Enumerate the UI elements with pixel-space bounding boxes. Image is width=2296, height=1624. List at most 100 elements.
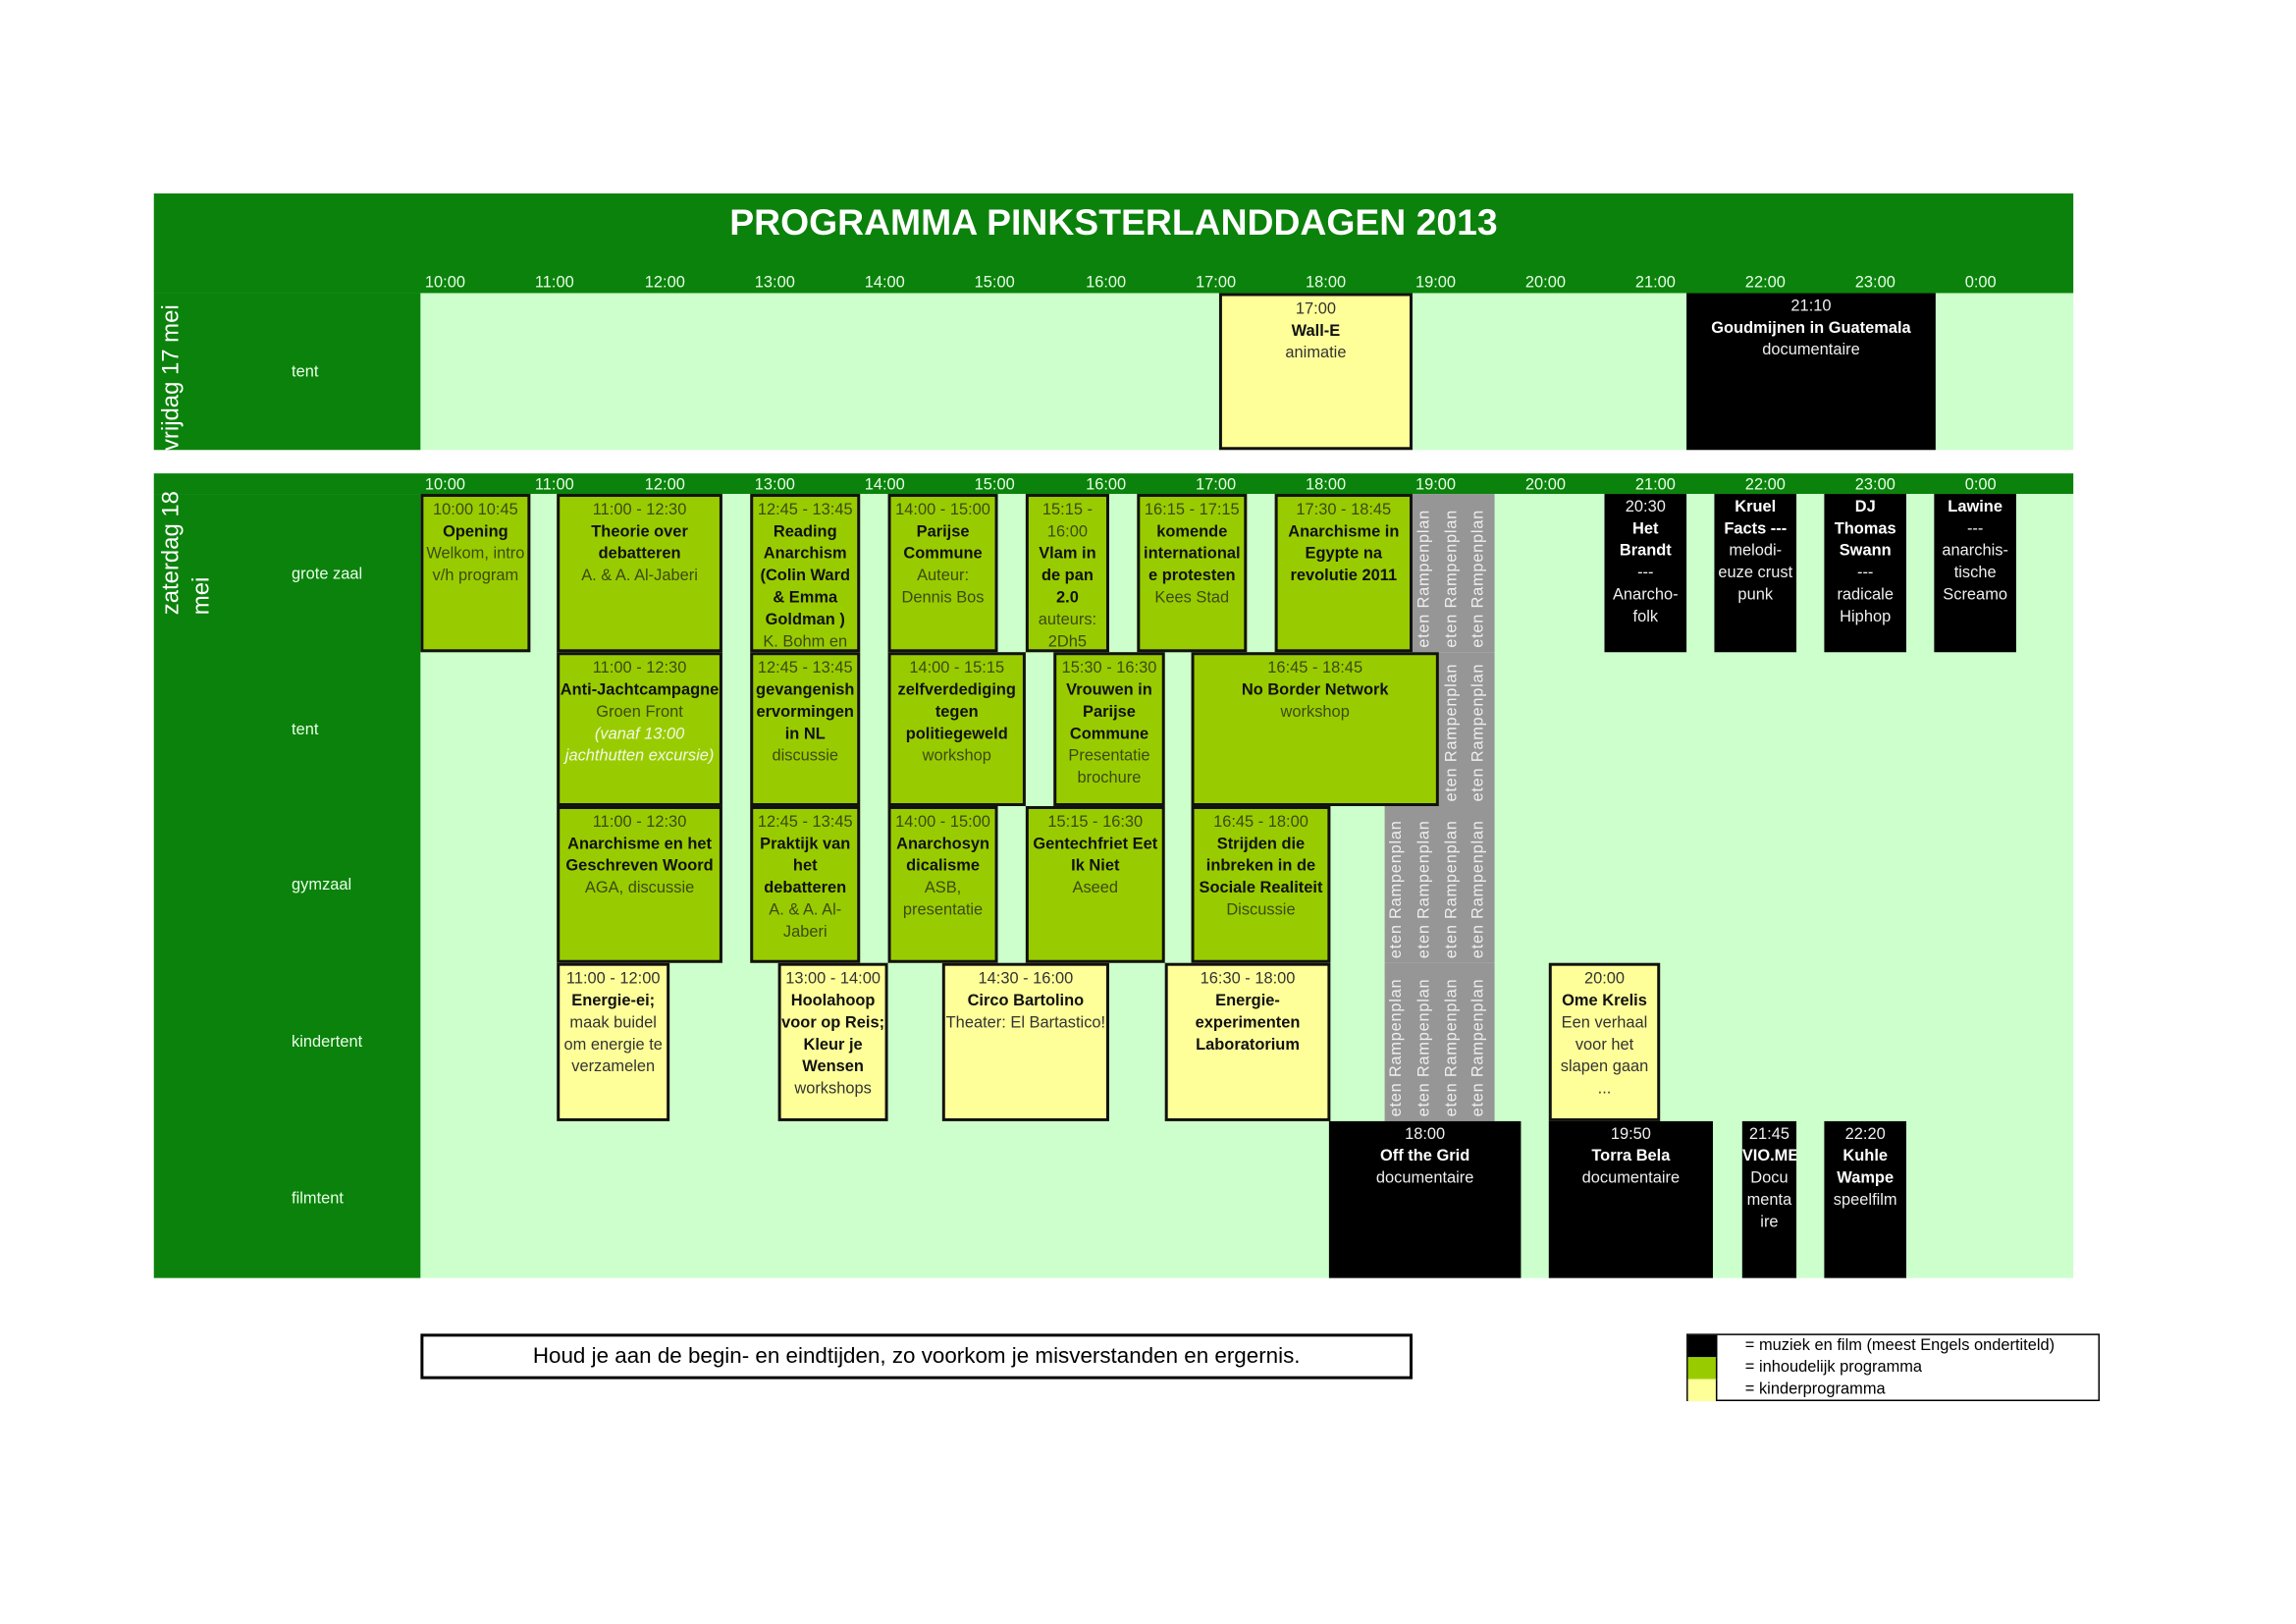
event-block[interactable]: DJ Thomas Swann---radicale Hiphop [1824,494,1907,653]
hour-label: 21:00 [1634,476,1676,495]
event-time: 21:10 [1790,298,1832,315]
event-title: Anti-Jachtcampagne [560,681,720,700]
event-title: Energie-experimenten Laboratorium [1195,992,1301,1055]
event-title: No Border Network [1241,681,1389,700]
event-detail: A. & A. Al-Jaberi [769,901,842,942]
event-detail: Theater: El Bartastico! [945,1013,1106,1032]
meal-label: eten Rampenplan [1415,820,1433,959]
event-title: Strijden die inbreken in de Sociale Real… [1199,835,1323,897]
event-title: Anarchosyn dicalisme [896,835,989,876]
event-title: Theorie over debatteren [591,522,688,564]
event-time: 18:00 [1405,1125,1446,1144]
event-time: 14:00 - 15:15 [909,659,1005,677]
saturday-label-column [153,494,421,1278]
hour-label: 15:00 [974,476,1015,495]
hour-label: 0:00 [1964,274,1997,293]
event-detail: auteurs: [1038,611,1097,629]
legend-item-content: = inhoudelijk programma [1687,1357,2099,1380]
event-detail: workshop [1280,703,1350,722]
event-title: VIO.ME. [1741,1147,1796,1165]
event-block[interactable]: Kruel Facts ---melodi-euze crust punk [1714,494,1797,653]
event-block[interactable]: Lawine---anarchis-tische Screamo [1934,494,2016,653]
event-detail: A. & A. Al-Jaberi [581,567,698,585]
hour-label: 10:00 [424,274,465,293]
hour-label: 13:00 [754,476,795,495]
hour-label: 14:00 [864,476,905,495]
hour-label: 12:00 [644,476,685,495]
meal-label: eten Rampenplan [1442,820,1461,959]
event-time: 16:45 - 18:00 [1213,813,1308,832]
meal-label: eten Rampenplan [1469,978,1488,1117]
day-label-friday: vrijdag 17 mei [158,304,185,452]
event-time: 20:00 [1583,970,1626,989]
event-title: Het Brandt [1619,519,1672,561]
event-title: Ome Krelis [1562,992,1647,1010]
event-detail: maak buidel om energie te verzamelen [563,1013,663,1076]
venue-label: tent [292,721,319,739]
event-title: Wall-E [1291,322,1341,341]
event-time: 11:00 - 12:30 [592,501,687,519]
event-detail: Auteur: [917,567,970,585]
event-detail: Anarcho-folk [1612,586,1679,626]
page-title: PROGRAMMA PINKSTERLANDDAGEN 2013 [729,201,1498,244]
event-time: 11:00 - 12:00 [565,970,661,989]
event-title: Kruel Facts --- [1724,498,1788,538]
event-detail: workshops [794,1080,872,1099]
event-time: 21:45 [1748,1125,1789,1144]
event-title: Parijse Commune [903,522,983,564]
venue-label: kindertent [292,1033,363,1052]
event-time: 17:30 - 18:45 [1296,501,1392,519]
legend-swatch [1687,1334,1718,1358]
hour-label: 0:00 [1964,476,1997,495]
event-time: 20:30 [1625,498,1666,516]
event-detail: Dennis Bos [901,589,985,607]
event-time: 11:00 - 12:30 [592,659,687,677]
hour-label: 22:00 [1744,476,1786,495]
event-title: Vrouwen in Parijse Commune [1066,681,1152,743]
event-time: 22:20 [1844,1125,1886,1144]
meal-label: eten Rampenplan [1415,509,1433,648]
title-bar [153,193,2074,294]
event-detail: anarchis-tische Screamo [1942,542,2008,604]
event-time: 19:50 [1610,1125,1651,1144]
event-title: Hoolahoop voor op Reis; Kleur je Wensen [781,992,885,1076]
day-label-saturday: zaterdag 18 mei [158,491,215,616]
event-detail: documentaire [1762,341,1860,359]
meal-label: eten Rampenplan [1442,663,1461,802]
meal-label: eten Rampenplan [1469,820,1488,959]
event-detail: melodi-euze crust punk [1718,542,1793,604]
notice-box: Houd je aan de begin- en eindtijden, zo … [420,1333,1413,1380]
meal-label: eten Rampenplan [1442,509,1461,648]
event-title: Circo Bartolino [967,992,1085,1010]
event-detail: Een verhaal voor het slapen gaan [1560,1013,1649,1076]
